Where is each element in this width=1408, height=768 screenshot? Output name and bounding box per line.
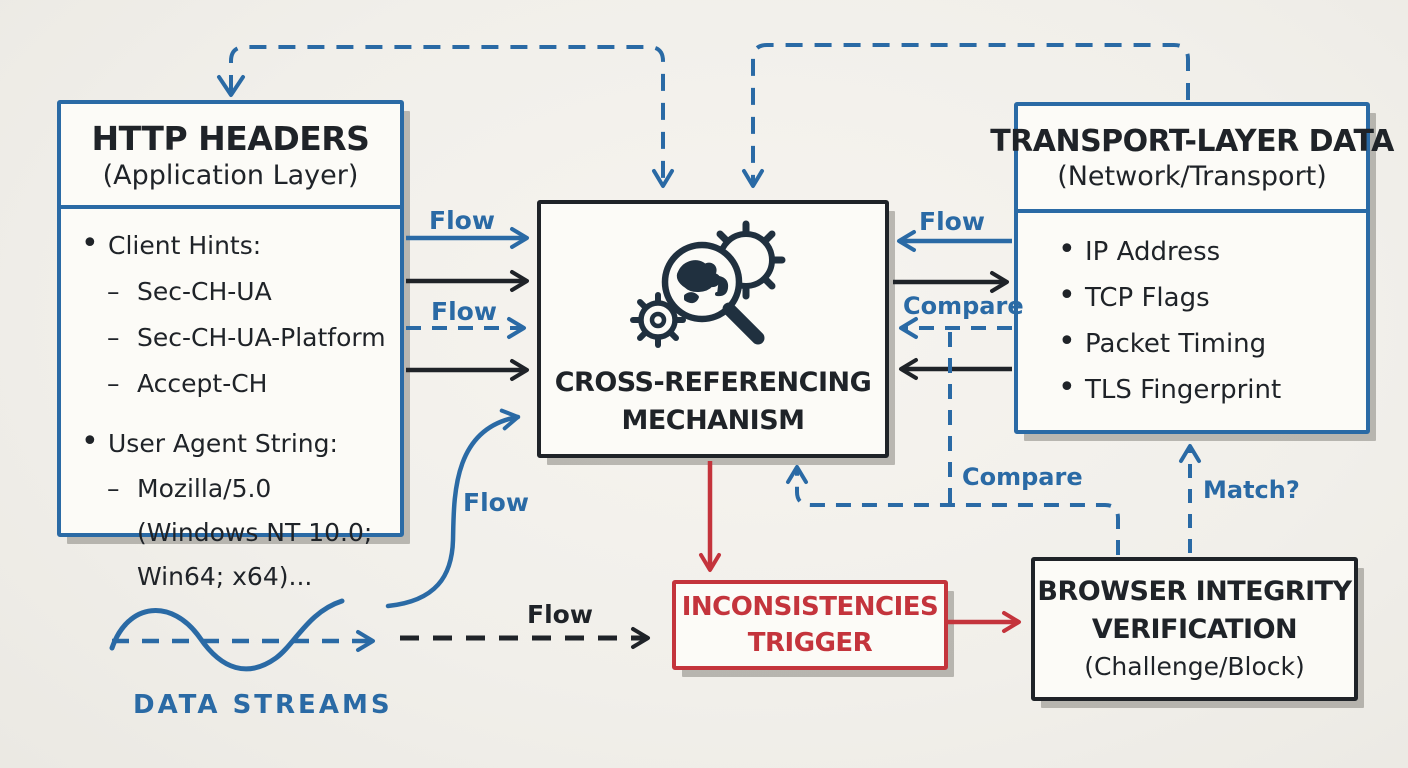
list-subitem: Accept-CH xyxy=(81,361,390,407)
http-headers-list: Client Hints: Sec-CH-UA Sec-CH-UA-Platfo… xyxy=(61,209,400,599)
list-subitem: Sec-CH-UA-Platform xyxy=(81,315,390,361)
compare-label: Compare xyxy=(903,292,1024,320)
list-item: User Agent String: xyxy=(81,419,390,467)
cross-referencing-line1: CROSS-REFERENCING xyxy=(554,367,872,398)
match-label: Match? xyxy=(1203,476,1300,504)
list-item: Packet Timing xyxy=(1058,319,1360,367)
data-stream-wave xyxy=(109,598,345,672)
list-subitem: Sec-CH-UA xyxy=(81,269,390,315)
http-headers-box: HTTP HEADERS (Application Layer) Client … xyxy=(57,100,404,591)
flow-label: Flow xyxy=(431,297,497,326)
inconsistencies-trigger-box: INCONSISTENCIES TRIGGER xyxy=(672,580,948,670)
arrowhead-into-http-top xyxy=(217,75,245,97)
compare-label: Compare xyxy=(962,463,1083,491)
flow-label: Flow xyxy=(463,488,529,517)
list-item: Client Hints: xyxy=(81,221,390,269)
list-item: TCP Flags xyxy=(1058,273,1360,321)
inconsistencies-trigger-title: INCONSISTENCIES TRIGGER xyxy=(682,589,939,661)
transport-layer-list: IP Address TCP Flags Packet Timing TLS F… xyxy=(1018,213,1366,413)
browser-integrity-line2: VERIFICATION xyxy=(1091,614,1298,645)
transport-layer-subtitle: (Network/Transport) xyxy=(1057,160,1327,192)
browser-integrity-box: BROWSER INTEGRITY VERIFICATION (Challeng… xyxy=(1031,557,1358,701)
flow-label: Flow xyxy=(429,206,495,235)
transport-layer-header: TRANSPORT-LAYER DATA (Network/Transport) xyxy=(990,106,1394,213)
browser-integrity-line3: (Challenge/Block) xyxy=(1084,652,1305,681)
magnifier-globe-gears-icon xyxy=(630,220,786,348)
list-subitem: Mozilla/5.0 (Windows NT 10.0; Win64; x64… xyxy=(81,467,390,599)
flow-label: Flow xyxy=(919,207,985,236)
cross-referencing-title: CROSS-REFERENCING MECHANISM xyxy=(555,364,872,440)
trigger-line1: INCONSISTENCIES xyxy=(681,592,939,622)
trigger-line2: TRIGGER xyxy=(747,628,873,658)
transport-layer-box: TRANSPORT-LAYER DATA (Network/Transport)… xyxy=(990,102,1394,434)
list-item: IP Address xyxy=(1058,227,1360,275)
transport-layer-title: TRANSPORT-LAYER DATA xyxy=(990,123,1394,159)
http-headers-subtitle: (Application Layer) xyxy=(102,159,359,191)
list-item: TLS Fingerprint xyxy=(1058,365,1360,413)
http-headers-header: HTTP HEADERS (Application Layer) xyxy=(61,104,400,209)
flow-label: Flow xyxy=(527,600,593,629)
http-headers-title: HTTP HEADERS xyxy=(91,118,370,158)
cross-referencing-box: CROSS-REFERENCING MECHANISM xyxy=(537,200,889,458)
browser-integrity-line1: BROWSER INTEGRITY xyxy=(1037,576,1352,607)
cross-referencing-line2: MECHANISM xyxy=(621,405,805,436)
data-streams-label: DATA STREAMS xyxy=(133,690,393,720)
